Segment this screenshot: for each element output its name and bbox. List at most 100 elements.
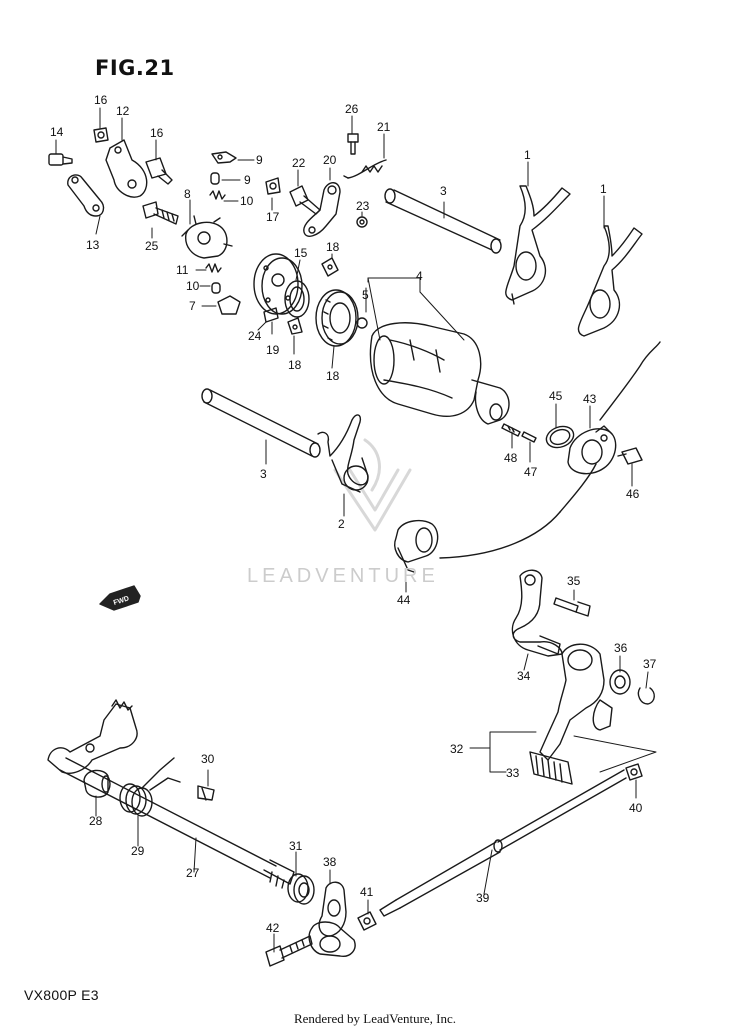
callout-26: 26: [345, 102, 359, 116]
callout-27: 27: [186, 866, 200, 880]
callout-5: 5: [362, 288, 369, 302]
callout-9-a: 9: [244, 173, 251, 187]
part-27-shift-shaft: [47, 699, 295, 889]
callout-41: 41: [360, 885, 374, 899]
part-22-bolt: [289, 185, 321, 215]
part-30-pin: [197, 785, 215, 801]
part-18-plate-a: [321, 257, 339, 277]
part-8-pawl: [211, 151, 237, 164]
part-24-drum-cam: [253, 253, 303, 315]
callout-30: 30: [201, 752, 215, 766]
callout-28: 28: [89, 814, 103, 828]
callout-1-b: 1: [600, 182, 607, 196]
fwd-arrow-icon: [99, 585, 141, 611]
callout-8: 9: [256, 153, 263, 167]
part-31-bearing: [287, 873, 315, 905]
part-2-fork: [317, 414, 369, 493]
part-10-spring-lower: [205, 263, 222, 273]
callout-43: 43: [583, 392, 597, 406]
callout-16-b: 17: [266, 210, 280, 224]
callout-39: 39: [476, 891, 490, 905]
part-16-nut-b: [265, 177, 281, 195]
part-4-cam-drum: [369, 322, 510, 425]
part-3-shaft-upper: [384, 188, 502, 254]
part-47-clip: [521, 431, 537, 443]
callout-2: 2: [338, 517, 345, 531]
callout-18-a: 18: [326, 240, 340, 254]
part-34-arm: [511, 569, 563, 657]
part-26-screw: [347, 133, 359, 155]
callout-3-b: 3: [260, 467, 267, 481]
part-20-arm: [303, 182, 341, 237]
callout-6: 8: [184, 187, 191, 201]
part-46-bolt: [617, 447, 643, 465]
callout-29: 29: [131, 844, 145, 858]
callout-16-a: 16: [94, 93, 108, 107]
part-21-spring: [343, 159, 387, 179]
part-18-plate-b: [287, 317, 303, 335]
callout-44: 44: [397, 593, 411, 607]
callout-14: 15: [294, 246, 308, 260]
part-39-rod: [379, 769, 627, 917]
part-45-o-ring: [545, 425, 575, 449]
part-17-bearing: [315, 289, 359, 347]
callout-34: 34: [517, 669, 531, 683]
part-11-lever: [105, 139, 148, 198]
callout-12: 13: [86, 238, 100, 252]
part-19-screw: [263, 307, 279, 323]
figure-title: FIG.21: [95, 56, 175, 80]
part-12-plate: [67, 174, 105, 217]
part-3-shaft-lower: [201, 388, 321, 458]
callout-45: 45: [549, 389, 563, 403]
part-16-nut: [93, 127, 109, 143]
callout-40: 40: [629, 801, 643, 815]
part-25-bolt: [142, 201, 179, 225]
callout-35: 35: [567, 574, 581, 588]
part-36-washer: [609, 669, 631, 695]
callout-21: 21: [377, 120, 391, 134]
part-48-pin: [501, 423, 521, 437]
part-32-gear-lever: [539, 643, 613, 761]
part-5-pin: [356, 317, 368, 329]
callout-18-b: 18: [288, 358, 302, 372]
callout-47: 47: [524, 465, 538, 479]
callout-4: 4: [416, 269, 423, 283]
callout-17: 18: [326, 369, 340, 383]
footer-credit: Rendered by LeadVenture, Inc.: [293, 1011, 457, 1026]
callout-33: 33: [506, 766, 520, 780]
part-38-link: [308, 881, 356, 957]
part-44-connector: [394, 511, 561, 573]
callout-1-a: 1: [524, 148, 531, 162]
part-14-washer: [284, 280, 310, 318]
part-37-clip: [637, 687, 655, 705]
part-6-cam: [181, 215, 233, 259]
watermark-logo: [333, 438, 412, 532]
callout-48: 48: [504, 451, 518, 465]
callout-25: 25: [145, 239, 159, 253]
part-1-fork-a: [505, 185, 571, 305]
callout-23: 23: [356, 199, 370, 213]
callout-42: 42: [266, 921, 280, 935]
callout-36: 36: [614, 641, 628, 655]
leader-lines: [55, 107, 657, 953]
fwd-label: FWD: [113, 595, 130, 607]
part-43-switch: [559, 341, 661, 513]
callout-10-b: 11: [176, 263, 189, 277]
callout-46: 46: [626, 487, 640, 501]
callout-24: 24: [248, 329, 262, 343]
part-29-return-spring: [119, 757, 181, 817]
callout-37: 37: [643, 657, 657, 671]
callout-7: 7: [189, 299, 196, 313]
callout-38: 38: [323, 855, 337, 869]
callout-13: 14: [50, 125, 64, 139]
callout-9-b: 10: [186, 279, 200, 293]
part-13-bolt: [48, 153, 73, 166]
part-41-nut: [357, 911, 377, 931]
callout-31: 31: [289, 839, 303, 853]
callout-32: 32: [450, 742, 464, 756]
callout-3-a: 3: [440, 184, 447, 198]
callout-15: 16: [150, 126, 164, 140]
part-42-bolt: [265, 935, 313, 967]
